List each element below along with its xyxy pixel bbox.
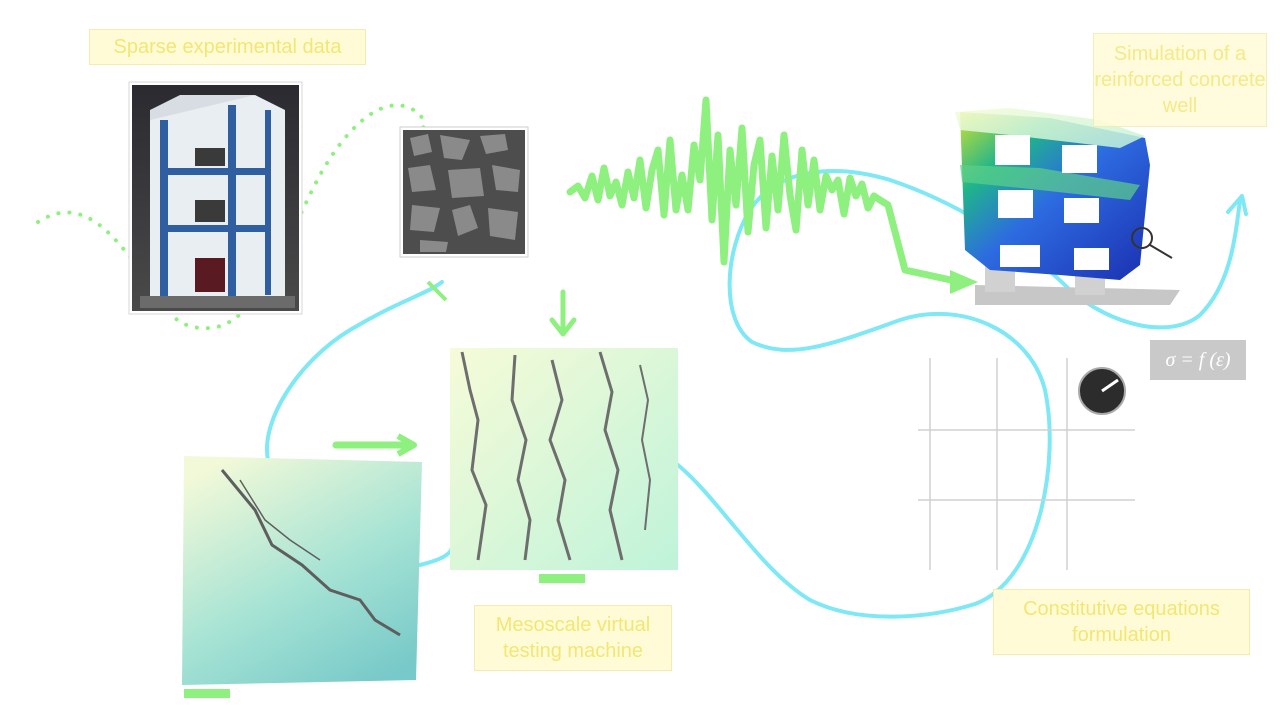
right-arrow xyxy=(332,433,417,457)
cracked-sample-image xyxy=(182,456,422,698)
label-mesoscale: Mesoscale virtual testing machine xyxy=(474,605,672,671)
simulation-building xyxy=(955,108,1180,305)
down-arrow xyxy=(549,289,577,337)
cyan-arrowhead xyxy=(1226,194,1248,216)
signal-arrowhead xyxy=(950,270,978,294)
formula-box: σ = f (ε) xyxy=(1150,340,1246,380)
mesostructure-image xyxy=(399,126,529,258)
dotted-path xyxy=(36,103,426,331)
testing-machine-image xyxy=(450,348,678,583)
label-sparse-data: Sparse experimental data xyxy=(89,29,366,65)
cyan-tick-mark xyxy=(426,280,448,302)
label-constitutive: Constitutive equations formulation xyxy=(993,589,1250,655)
label-simulation: Simulation of a reinforced concrete well xyxy=(1093,33,1267,127)
constitutive-plot xyxy=(918,358,1135,570)
experimental-photo xyxy=(128,81,303,315)
magnifier-icon xyxy=(1131,227,1153,249)
seismic-signal xyxy=(566,96,964,286)
